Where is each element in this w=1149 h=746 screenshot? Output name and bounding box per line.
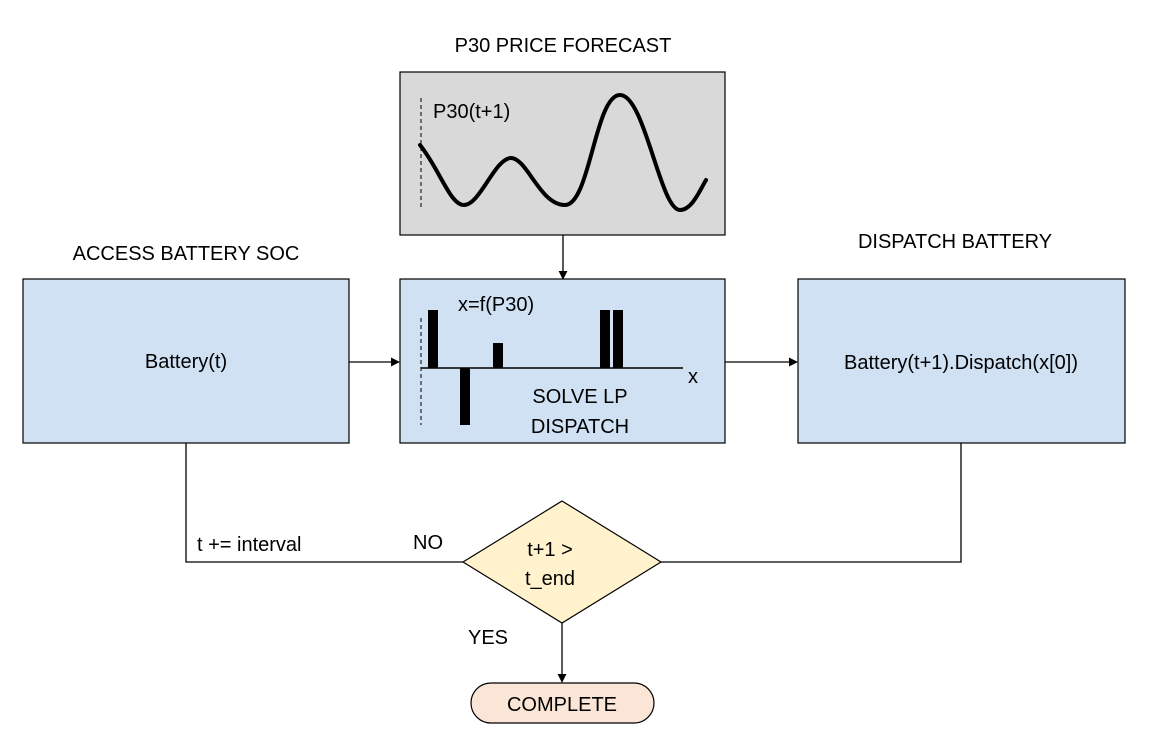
access-title: ACCESS BATTERY SOC	[73, 243, 300, 265]
edge-dispatch-to-decision	[661, 443, 962, 563]
solve-box	[399, 278, 726, 444]
dispatch-func-label: x=f(P30)	[458, 294, 534, 316]
decision-diamond	[461, 500, 663, 624]
forecast-box	[399, 71, 726, 236]
solve-title-line2: DISPATCH	[531, 416, 629, 438]
dispatch-bar	[460, 368, 470, 425]
complete-terminal	[470, 682, 655, 724]
forecast-title: P30 PRICE FORECAST	[455, 35, 672, 57]
decision-yes-label: YES	[468, 627, 508, 649]
edge-loop-back	[185, 443, 463, 563]
complete-text: COMPLETE	[507, 694, 617, 716]
dispatch-box	[797, 278, 1126, 444]
dispatch-bar	[600, 310, 610, 368]
forecast-series-label: P30(t+1)	[433, 101, 510, 123]
dispatch-bar	[613, 310, 623, 368]
solve-title-line1: SOLVE LP	[532, 386, 627, 408]
decision-line2: t_end	[525, 568, 575, 590]
dispatch-bar	[493, 343, 503, 368]
decision-line1: t+1 >	[527, 539, 573, 561]
dispatch-bar	[428, 310, 438, 368]
price-forecast-curve	[418, 92, 708, 213]
dispatch-title: DISPATCH BATTERY	[858, 231, 1052, 253]
access-text: Battery(t)	[145, 351, 227, 373]
loop-label: t += interval	[197, 534, 302, 556]
dispatch-axis-label: x	[688, 366, 698, 388]
dispatch-text: Battery(t+1).Dispatch(x[0])	[844, 352, 1078, 374]
decision-no-label: NO	[413, 532, 443, 554]
